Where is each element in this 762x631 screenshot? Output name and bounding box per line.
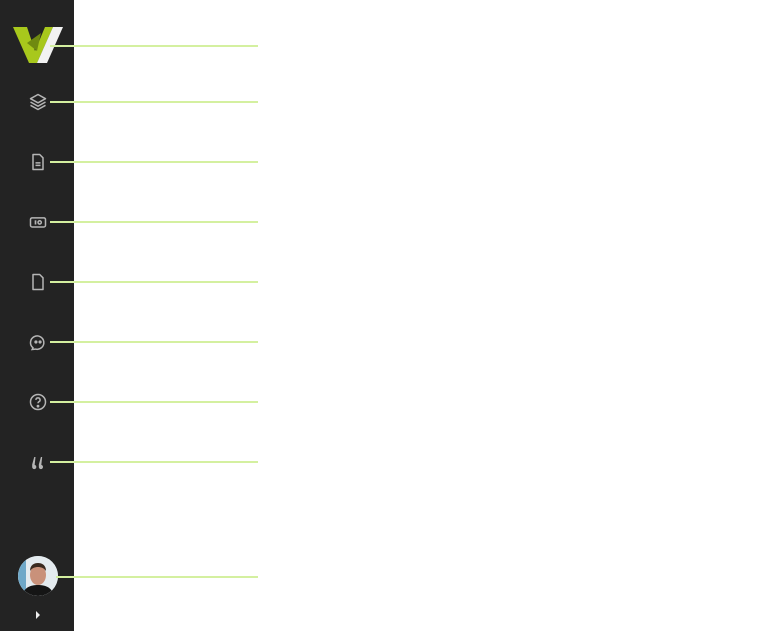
help-circle-icon[interactable] <box>26 390 50 414</box>
annotation-line-quote <box>50 461 258 463</box>
annotation-line-avatar <box>56 576 258 578</box>
expand-sidebar-caret-icon[interactable] <box>33 608 43 620</box>
blank-page-icon[interactable] <box>26 270 50 294</box>
user-avatar[interactable] <box>18 556 58 596</box>
id-card-icon[interactable] <box>26 210 50 234</box>
annotation-line-document <box>50 161 258 163</box>
chat-bubble-icon[interactable] <box>26 330 50 354</box>
document-text-icon[interactable] <box>26 150 50 174</box>
annotation-line-page <box>50 281 258 283</box>
sidebar <box>0 0 74 631</box>
annotation-line-chat <box>50 341 258 343</box>
layers-icon[interactable] <box>26 90 50 114</box>
annotation-line-id-card <box>50 221 258 223</box>
annotation-line-help <box>50 401 258 403</box>
quote-icon[interactable] <box>26 450 50 474</box>
annotation-line-logo <box>50 45 258 47</box>
annotation-line-layers <box>50 101 258 103</box>
